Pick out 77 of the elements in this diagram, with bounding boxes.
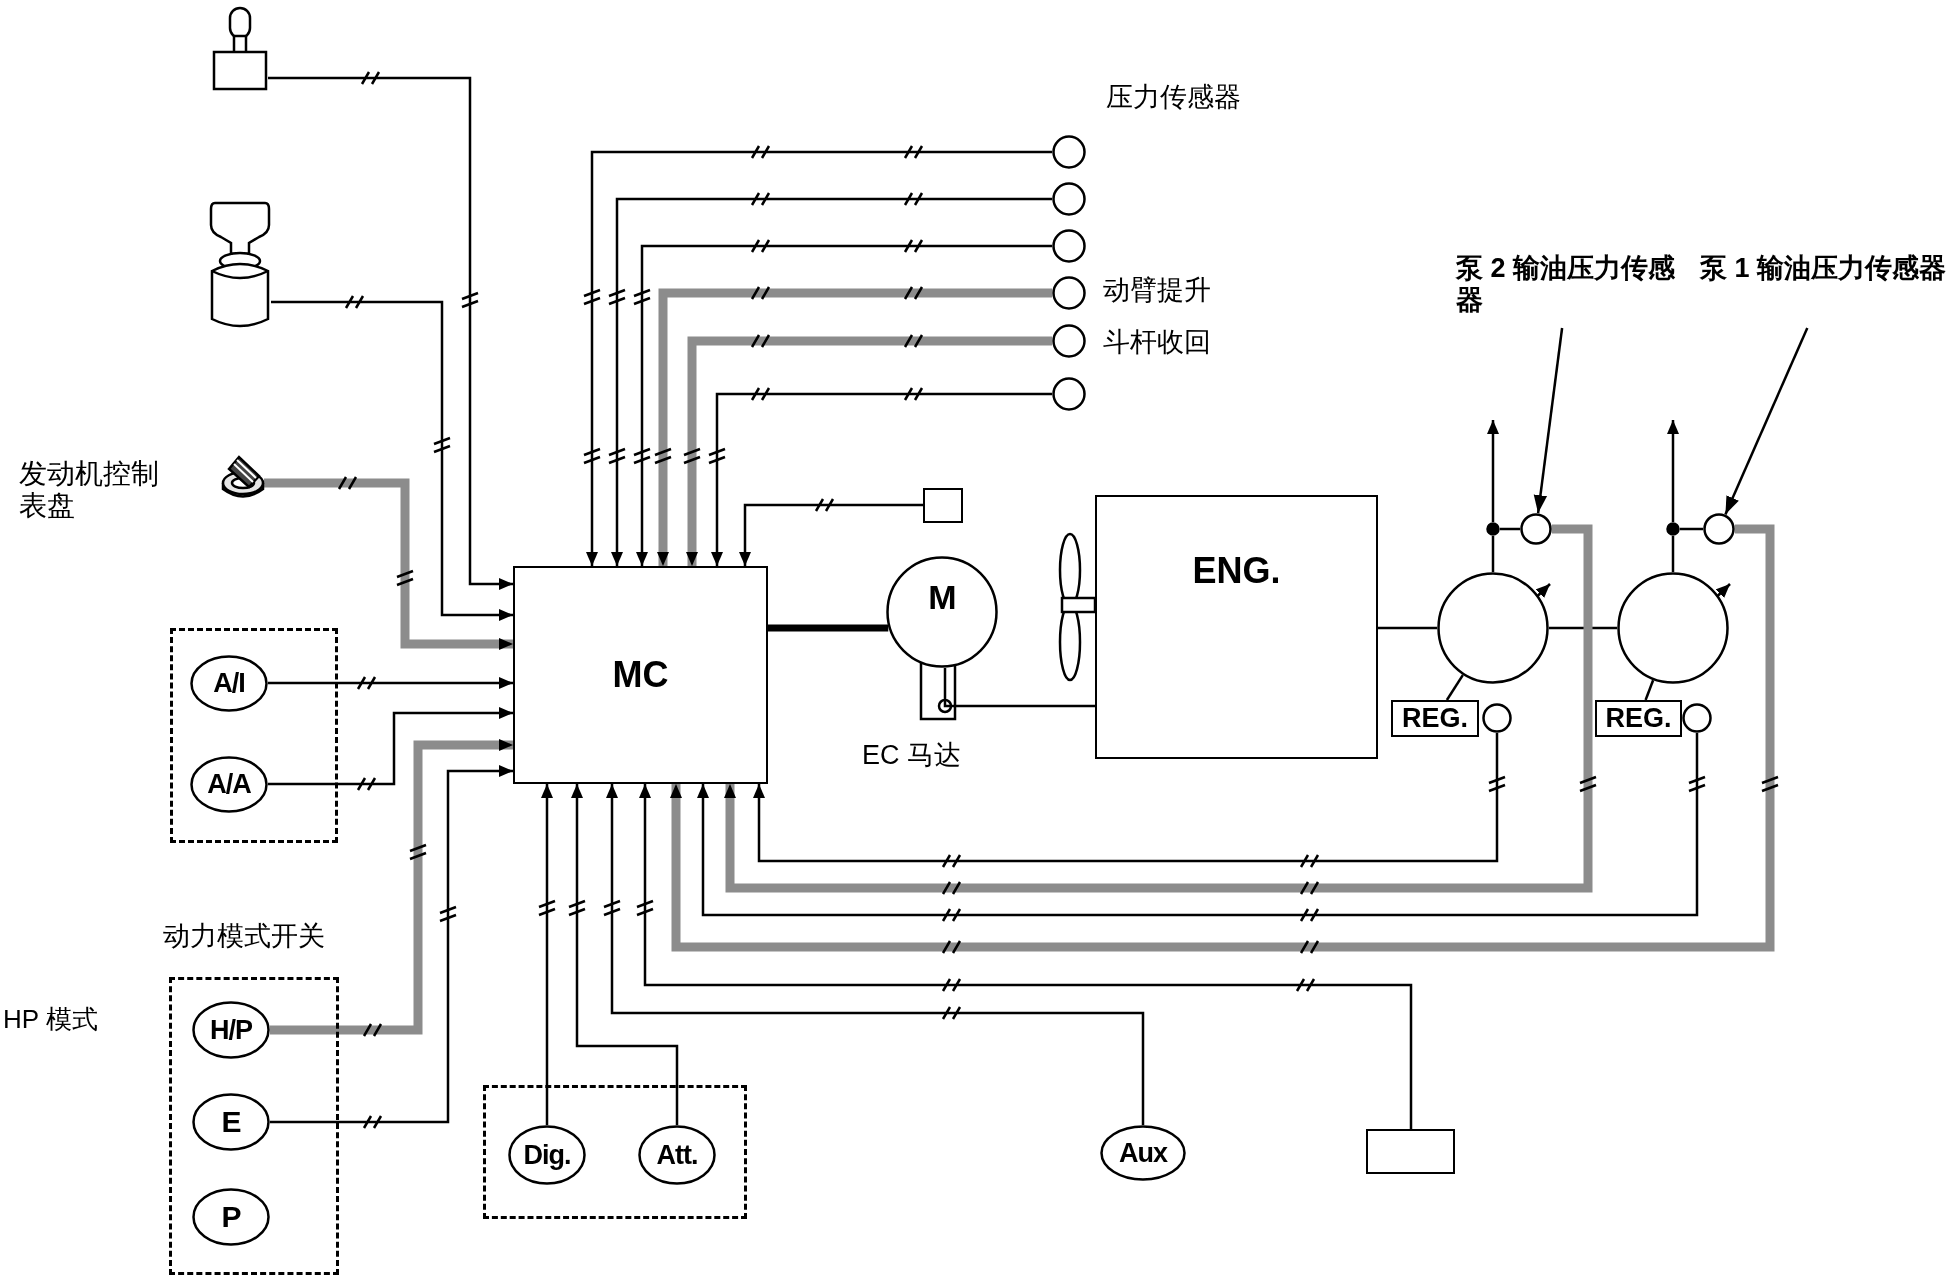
switch-ellipse: A/I [190, 655, 268, 712]
connecting-line [943, 667, 1095, 708]
arrow [686, 336, 1052, 566]
toggle-switch-drawing [212, 6, 268, 91]
arrow [271, 300, 513, 621]
switch-ellipse: Att. [638, 1125, 716, 1185]
pump-circle [1437, 572, 1549, 684]
arrow [753, 733, 1499, 863]
shaft-line [1549, 626, 1617, 630]
regulator-box: REG. [1595, 700, 1682, 737]
sensor-circle [1703, 513, 1735, 545]
controller-box: MC [513, 566, 768, 784]
junction-dot [1666, 522, 1680, 536]
arrow [670, 524, 1775, 952]
switch-ellipse: P [192, 1188, 270, 1246]
arrow [268, 677, 513, 689]
caption-label: 动臂提升 [1103, 275, 1212, 307]
arrow [268, 707, 513, 786]
callout-text: 泵 2 输油压力传感器 [1456, 252, 1678, 328]
outlet-arrow [1667, 420, 1679, 522]
regulator-box: REG. [1391, 700, 1479, 737]
pump-circle [1617, 572, 1729, 684]
joystick-drawing [209, 199, 271, 330]
junction-dot [1486, 522, 1500, 536]
arrow [711, 392, 1052, 566]
sensor-circle [1482, 703, 1512, 733]
sensor-circle [1052, 135, 1086, 169]
arrow [636, 244, 1052, 566]
switch-ellipse: Aux [1100, 1125, 1186, 1181]
arrow [270, 739, 513, 1035]
arrow [270, 765, 513, 1124]
arrow [611, 197, 1052, 566]
arrow [724, 524, 1593, 893]
dashed-group-box [170, 628, 338, 843]
connecting-line [1671, 536, 1675, 572]
arrow [697, 733, 1699, 917]
connecting-line [1500, 527, 1520, 531]
arrow [657, 288, 1052, 566]
arrow [571, 784, 679, 1125]
caption-label: 发动机控制表盘 [19, 458, 160, 523]
small-box [1366, 1129, 1455, 1174]
sensor-circle [1052, 276, 1086, 310]
sensor-circle [1052, 324, 1086, 358]
dashed-group-box [483, 1085, 747, 1219]
switch-ellipse: H/P [192, 1001, 270, 1059]
arrow [606, 784, 1145, 1125]
switch-ellipse: A/A [190, 756, 268, 813]
connecting-line [1491, 536, 1495, 572]
sensor-circle [1682, 703, 1712, 733]
motor-circle: M [886, 556, 998, 668]
leader-arrow [1724, 327, 1809, 515]
connecting-line [1445, 674, 1464, 701]
sensor-circle [1520, 513, 1552, 545]
caption-label: HP 模式 [3, 1005, 99, 1035]
switch-ellipse: Dig. [508, 1125, 586, 1185]
sensor-circle [1052, 229, 1086, 263]
arrow [541, 784, 553, 1125]
leader-arrow [1533, 327, 1564, 514]
small-box [923, 488, 963, 523]
engine-box: ENG. [1095, 495, 1378, 759]
shaft-line [1378, 626, 1437, 630]
callout-text: 泵 1 输油压力传感器 [1700, 252, 1948, 328]
arrow [739, 503, 923, 566]
arrow [639, 784, 1413, 1129]
heading-label: 压力传感器 [1106, 81, 1242, 114]
switch-ellipse: E [192, 1093, 270, 1151]
connecting-line [1644, 679, 1655, 701]
sensor-circle [1052, 377, 1086, 411]
sensor-circle [1052, 182, 1086, 216]
group-heading: 动力模式开关 [163, 920, 325, 953]
cable-line [768, 624, 889, 632]
caption-label: EC 马达 [862, 740, 962, 772]
outlet-arrow [1487, 420, 1499, 522]
arrow [586, 150, 1052, 566]
caption-label: 斗杆收回 [1103, 327, 1212, 359]
arrow [268, 76, 513, 590]
connecting-line [1680, 527, 1703, 531]
